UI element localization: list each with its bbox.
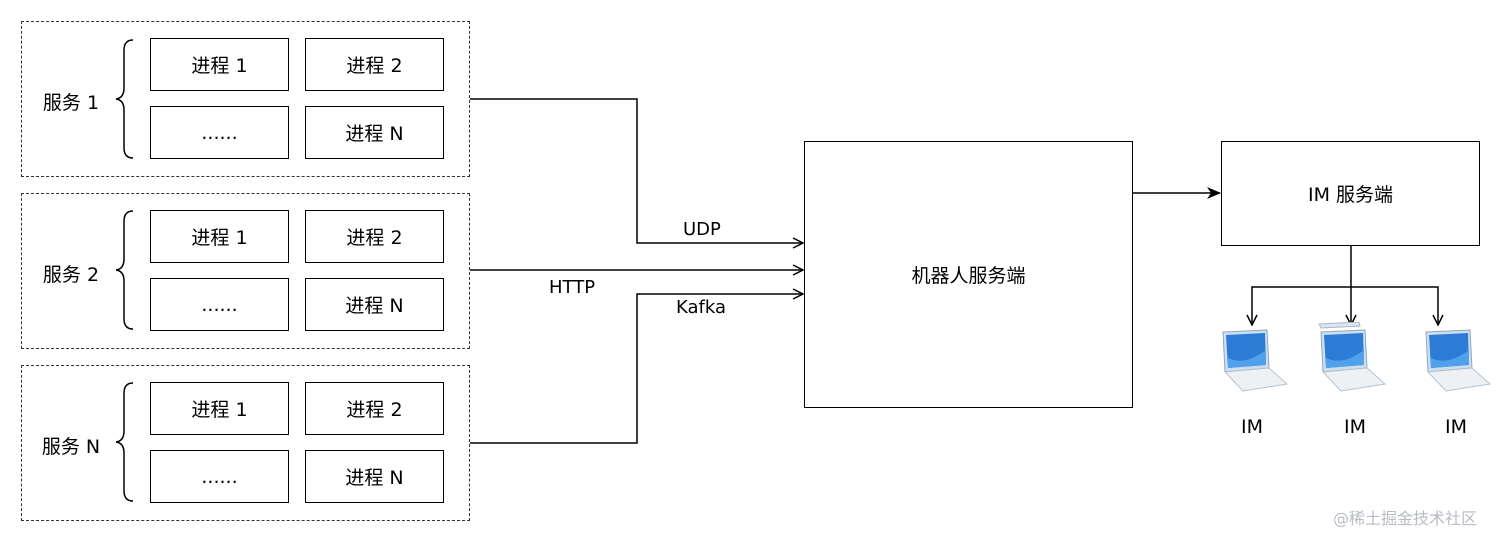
process-box: 进程 1 [150, 38, 289, 91]
udp-label: UDP [683, 219, 721, 240]
im-server-box: IM 服务端 [1221, 141, 1480, 246]
laptop-icon [1318, 322, 1387, 392]
kafka-label: Kafka [676, 297, 726, 318]
watermark: @稀土掘金技术社区 [1333, 509, 1478, 528]
im-client-label: IM [1445, 416, 1467, 438]
process-box: 进程 1 [150, 210, 289, 263]
im-to-client-1-connector [1252, 246, 1352, 325]
service-group-2 [21, 193, 470, 349]
service-2-brace [115, 210, 134, 330]
service-n-brace [115, 382, 134, 502]
service-group-n [21, 365, 470, 521]
im-client-label: IM [1344, 416, 1366, 438]
service-label: 服务 N [41, 436, 101, 458]
process-box: ...... [150, 450, 289, 503]
service-label: 服务 1 [42, 92, 100, 114]
process-box: 进程 N [305, 450, 444, 503]
process-box: 进程 2 [305, 210, 444, 263]
udp-connector [470, 98, 803, 243]
im-to-client-3-connector [1351, 286, 1438, 325]
process-box: 进程 2 [305, 382, 444, 435]
service-label: 服务 2 [42, 264, 100, 286]
robot-server-box: 机器人服务端 [804, 141, 1133, 408]
process-box: 进程 2 [305, 38, 444, 91]
http-label: HTTP [549, 277, 596, 298]
kafka-connector [470, 294, 803, 444]
service-1-brace [115, 39, 134, 159]
process-box: 进程 1 [150, 382, 289, 435]
service-group-1 [21, 21, 470, 177]
process-box: 进程 N [305, 278, 444, 331]
process-box: 进程 N [305, 106, 444, 159]
process-box: ...... [150, 106, 289, 159]
im-client-label: IM [1241, 416, 1263, 438]
laptop-icon [1222, 329, 1289, 392]
laptop-icon [1425, 329, 1492, 392]
process-box: ...... [150, 278, 289, 331]
